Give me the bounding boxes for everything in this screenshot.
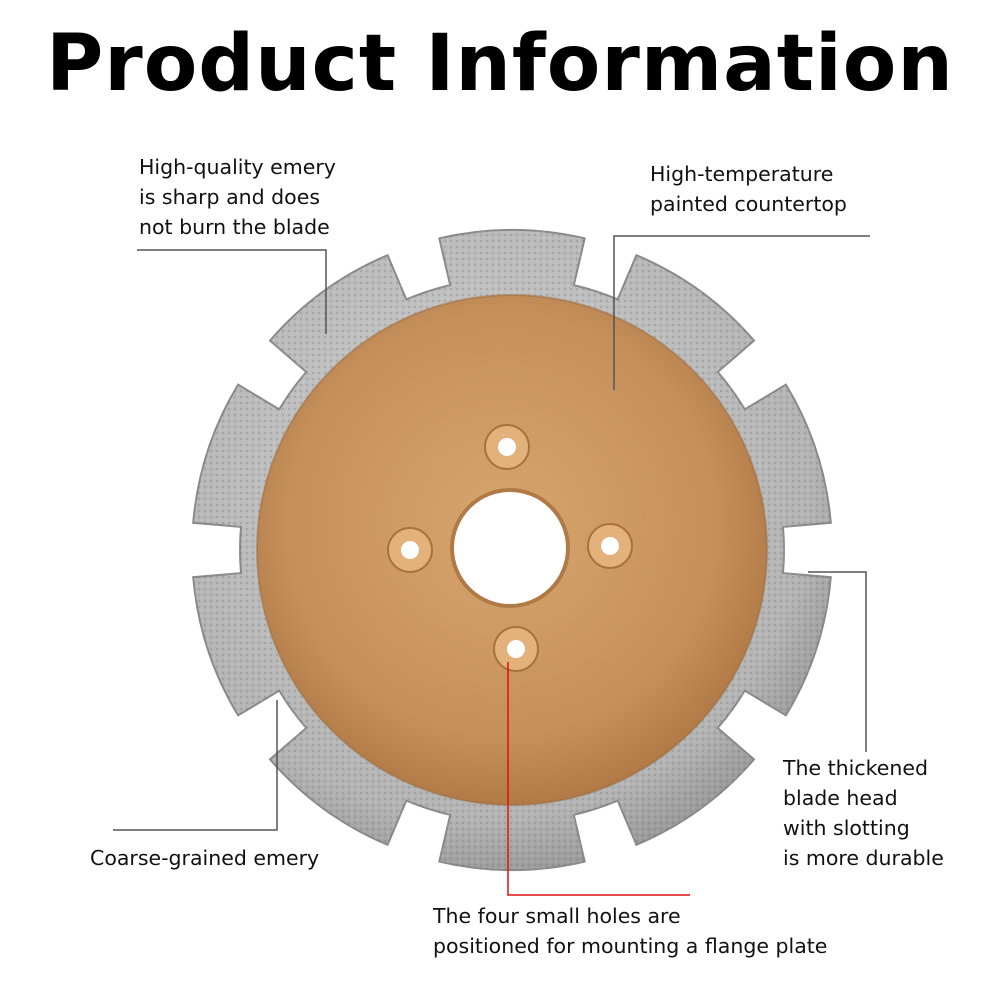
leader-holes: [507, 662, 690, 896]
mounting-hole-left: [387, 527, 433, 573]
callout-thickened-head: The thickened blade head with slotting i…: [783, 756, 944, 870]
callout-coarse-emery: Coarse-grained emery: [90, 846, 320, 870]
arbor-hole: [450, 488, 570, 608]
page-title: Product Information: [46, 19, 954, 109]
mounting-hole-bottom: [493, 626, 539, 672]
leader-countertop: [613, 235, 870, 390]
callout-mounting-holes: The four small holes are positioned for …: [433, 904, 828, 958]
mounting-hole-top: [484, 424, 530, 470]
callout-emery-sharp: High-quality emery is sharp and does not…: [139, 155, 336, 239]
leader-lines: [113, 235, 870, 831]
leader-coarse: [113, 700, 278, 831]
leader-emery-sharp: [137, 249, 327, 334]
mounting-holes: [387, 424, 633, 672]
leader-thickened: [808, 571, 867, 752]
mounting-hole-right: [587, 523, 633, 569]
callout-countertop: High-temperature painted countertop: [650, 162, 847, 216]
